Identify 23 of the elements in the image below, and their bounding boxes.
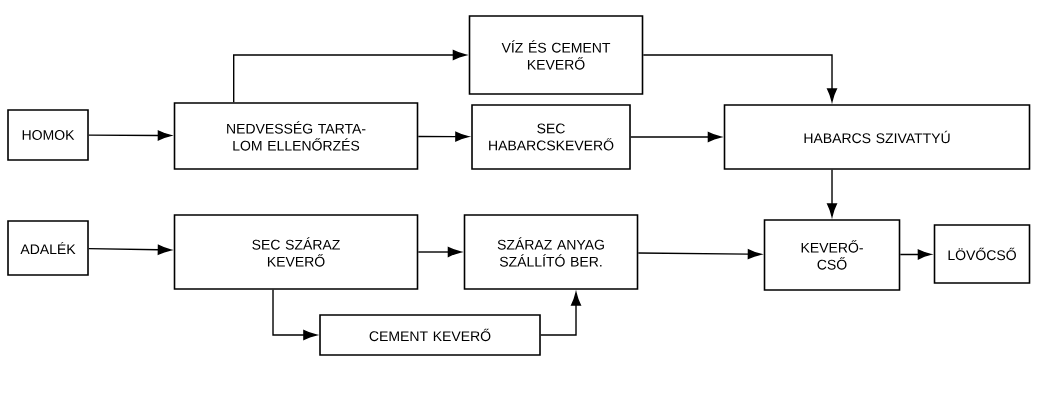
- arrow: [88, 244, 172, 255]
- arrow: [540, 292, 582, 336]
- process-box: LÖVŐCSŐ: [933, 224, 1031, 284]
- arrow: [637, 249, 762, 260]
- arrow: [417, 131, 469, 142]
- arrow: [826, 169, 838, 217]
- arrow: [233, 49, 467, 103]
- process-box: KEVERŐ- CSŐ: [763, 219, 901, 291]
- arrow: [417, 246, 462, 258]
- process-box: CEMENT KEVERŐ: [319, 314, 541, 356]
- arrow: [630, 131, 722, 143]
- process-box: NEDVESSÉG TARTA- LOM ELLENŐRZÉS: [173, 102, 419, 170]
- process-box: ADALÉK: [7, 220, 89, 276]
- process-box: SEC HABARCSKEVERŐ: [471, 104, 631, 170]
- arrow: [899, 249, 932, 260]
- process-box: VÍZ ÉS CEMENT KEVERŐ: [468, 15, 644, 95]
- process-box: HABARCS SZIVATTYÚ: [723, 104, 1031, 170]
- arrow: [88, 130, 172, 141]
- arrow: [642, 54, 838, 102]
- process-box: HOMOK: [7, 109, 89, 161]
- process-box: SEC SZÁRAZ KEVERŐ: [173, 214, 419, 290]
- arrow: [272, 289, 317, 341]
- process-box: SZÁRAZ ANYAG SZÁLLÍTÓ BER.: [463, 214, 639, 290]
